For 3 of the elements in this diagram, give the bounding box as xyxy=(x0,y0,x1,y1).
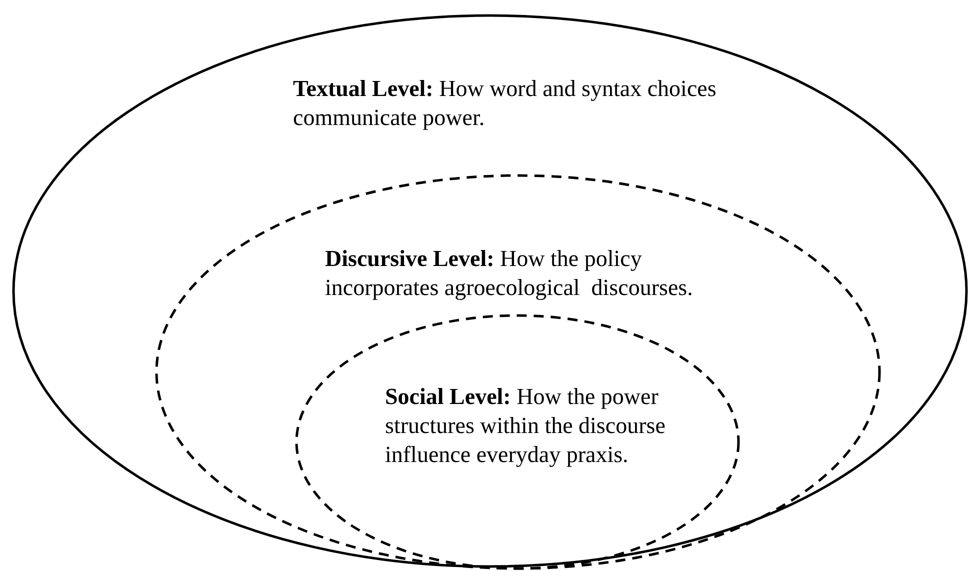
level-description: Discursive Level: How the policy incorporates agroecological discourses. xyxy=(325,245,694,302)
level-description: Social Level: How the power structures within the discourse influence everyday praxis. xyxy=(385,383,666,469)
level-description: Textual Level: How word and syntax choices communicate power. xyxy=(293,75,718,132)
